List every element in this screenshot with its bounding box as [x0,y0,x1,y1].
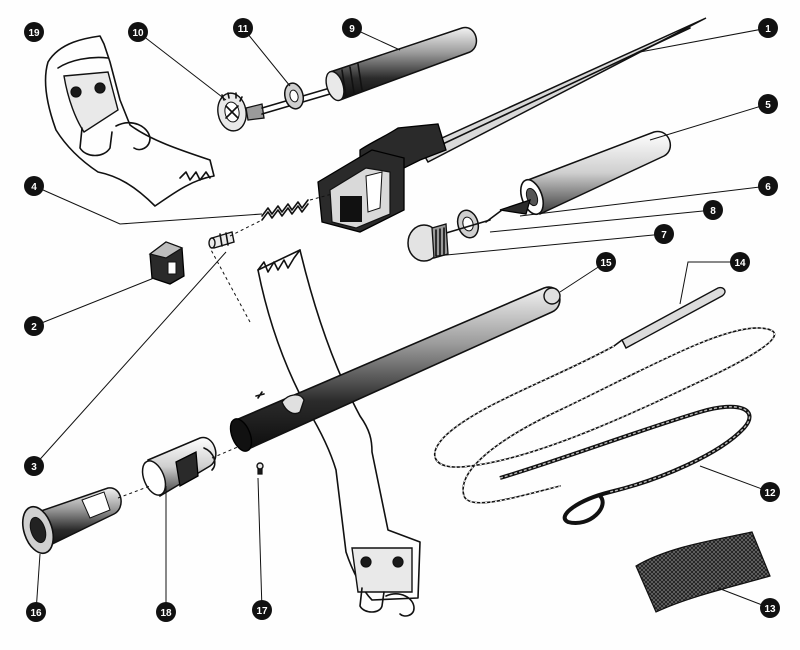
callout-5: 5 [758,94,778,114]
part-3-plunger-pin [208,231,235,249]
callout-11: 11 [233,18,253,38]
part-2-latch-block [148,241,185,285]
svg-text:14: 14 [734,258,746,269]
callout-16: 16 [26,602,46,622]
leader-lines [33,27,771,613]
svg-text:6: 6 [765,182,771,193]
part-1-spike-bayonet [317,17,707,233]
svg-text:18: 18 [160,608,172,619]
callout-6: 6 [758,176,778,196]
callouts: 1 2 3 4 5 6 7 8 9 10 11 12 13 14 15 16 1… [24,18,780,622]
callout-1: 1 [758,18,778,38]
svg-text:8: 8 [710,206,716,217]
callout-8: 8 [703,200,723,220]
callout-12: 12 [760,482,780,502]
svg-text:4: 4 [31,182,37,193]
callout-2: 2 [24,316,44,336]
svg-text:13: 13 [764,604,776,615]
svg-text:15: 15 [600,258,612,269]
callout-15: 15 [596,252,616,272]
callout-14: 14 [730,252,750,272]
svg-text:16: 16 [30,608,42,619]
callout-18: 18 [156,602,176,622]
part-11-washer [283,82,305,110]
part-9-handle-tube [325,26,478,102]
svg-text:19: 19 [28,28,40,39]
svg-text:1: 1 [765,24,771,35]
part-18-collar [141,436,217,498]
svg-text:3: 3 [31,462,37,473]
svg-text:12: 12 [764,488,776,499]
part-8-washer [435,209,491,239]
svg-text:9: 9 [349,24,355,35]
svg-text:11: 11 [238,24,249,35]
svg-text:7: 7 [661,230,667,241]
part-15-scabbard-tube [229,286,561,452]
part-13-mesh-patch [635,531,771,613]
svg-text:5: 5 [765,100,771,111]
callout-19: 19 [24,22,44,42]
part-14-pull-through-rod [613,286,726,349]
callout-10: 10 [128,22,148,42]
part-5-sleeve-tube [519,130,672,216]
part-19-strap-hook [44,35,215,207]
part-10-knurled-cap [217,92,265,132]
callout-17: 17 [252,600,272,620]
part-7-knurled-cap [407,223,449,262]
part-16-chape [21,487,122,555]
assembly-lines [117,193,333,499]
part-12-cord-loop [433,327,776,526]
part-6-point [485,198,531,223]
callout-9: 9 [342,18,362,38]
svg-text:17: 17 [256,606,268,617]
part-17-screw [256,462,264,475]
callout-4: 4 [24,176,44,196]
part-4-spring [261,199,309,221]
callout-3: 3 [24,456,44,476]
svg-text:2: 2 [31,322,37,333]
callout-7: 7 [654,224,674,244]
part-17-long-strap [257,249,421,617]
callout-13: 13 [760,598,780,618]
svg-text:10: 10 [132,28,144,39]
